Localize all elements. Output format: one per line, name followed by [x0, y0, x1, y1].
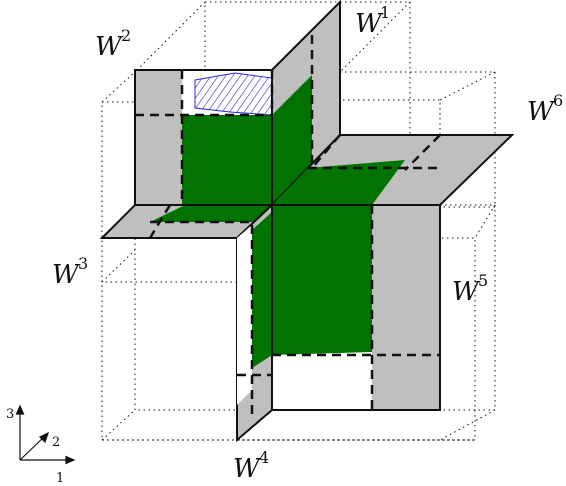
- label-w3-sup: 3: [78, 254, 88, 273]
- label-w2-sup: 2: [121, 26, 131, 45]
- axis-2-arrow-icon: [38, 431, 50, 444]
- dashed-intersection-lines: [135, 35, 441, 420]
- plane-w4-inner-white: [237, 225, 252, 405]
- hatch-region-top: [194, 72, 273, 116]
- green-region-w4: [252, 212, 272, 368]
- label-w5-sup: 5: [478, 271, 488, 290]
- axes-indicator: [15, 404, 76, 465]
- label-w4-base: W: [233, 454, 262, 484]
- label-w3: W 3: [52, 254, 88, 290]
- label-w3-base: W: [52, 260, 81, 290]
- label-w6: W 6: [527, 91, 563, 127]
- label-w2: W 2: [95, 26, 131, 62]
- axis-2-label: 2: [52, 435, 60, 450]
- label-w1-base: W: [355, 9, 384, 39]
- plane-w2-outline: [134, 69, 273, 206]
- axis-3-arrow-icon: [15, 404, 25, 415]
- label-w4-sup: 4: [259, 448, 269, 467]
- label-w2-base: W: [95, 32, 124, 62]
- green-region-upper: [182, 75, 312, 215]
- axis-2-line: [19, 435, 46, 461]
- green-region-front: [272, 205, 372, 355]
- label-w5: W 5: [452, 271, 488, 307]
- label-w6-sup: 6: [553, 91, 563, 110]
- axis-1-label: 1: [56, 471, 64, 486]
- axis-1-arrow-icon: [65, 455, 76, 465]
- label-w1-sup: 1: [380, 3, 390, 22]
- label-w5-base: W: [452, 277, 481, 307]
- axis-3-label: 3: [6, 407, 14, 422]
- label-w6-base: W: [527, 97, 556, 127]
- plane-w5-outline: [271, 204, 441, 411]
- label-w4: W 4: [233, 448, 269, 484]
- label-w1: W 1: [355, 3, 390, 39]
- green-region-w3: [150, 205, 272, 222]
- green-region-w6: [272, 160, 405, 205]
